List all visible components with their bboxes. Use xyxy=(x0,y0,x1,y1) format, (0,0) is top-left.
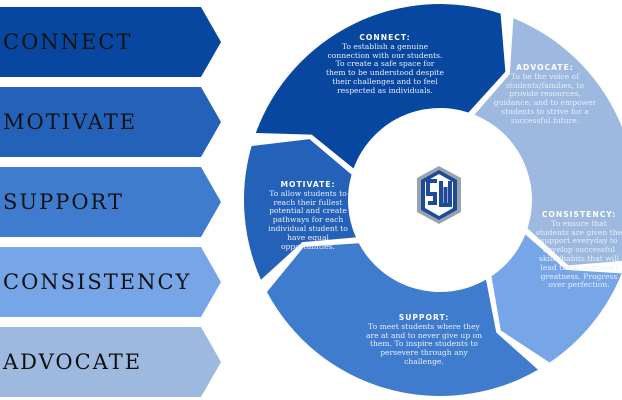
segment-text-advocate: ADVOCATE:To be the voice of students/fam… xyxy=(493,63,597,125)
pillar-label: ADVOCATE xyxy=(3,350,143,374)
ring-segment-support xyxy=(266,243,538,396)
pillar-label: CONNECT xyxy=(3,30,133,54)
pillar-label: SUPPORT xyxy=(3,190,125,214)
sw-logo xyxy=(417,166,461,224)
pillar-label: MOTIVATE xyxy=(3,110,138,134)
pillar-label: CONSISTENCY xyxy=(3,270,192,294)
pillar-arrow-advocate: ADVOCATE xyxy=(0,327,221,397)
ring-segment-motivate xyxy=(244,139,356,280)
ring-segment-consistency xyxy=(491,234,622,363)
segment-text-support: SUPPORT:To meet students where they are … xyxy=(365,313,483,366)
segment-text-motivate: MOTIVATE:To allow students to reach thei… xyxy=(268,180,348,251)
pillar-arrow-motivate: MOTIVATE xyxy=(0,87,221,157)
ring-segment-connect xyxy=(255,4,506,169)
pillar-arrow-connect: CONNECT xyxy=(0,7,221,77)
pillar-arrow-support: SUPPORT xyxy=(0,167,221,237)
segment-text-connect: CONNECT:To establish a genuine connectio… xyxy=(325,33,445,95)
ring-segment-advocate xyxy=(474,18,622,266)
pillar-arrow-consistency: CONSISTENCY xyxy=(0,247,221,317)
segment-text-consistency: CONSISTENCY:To ensure that students are … xyxy=(535,210,622,290)
